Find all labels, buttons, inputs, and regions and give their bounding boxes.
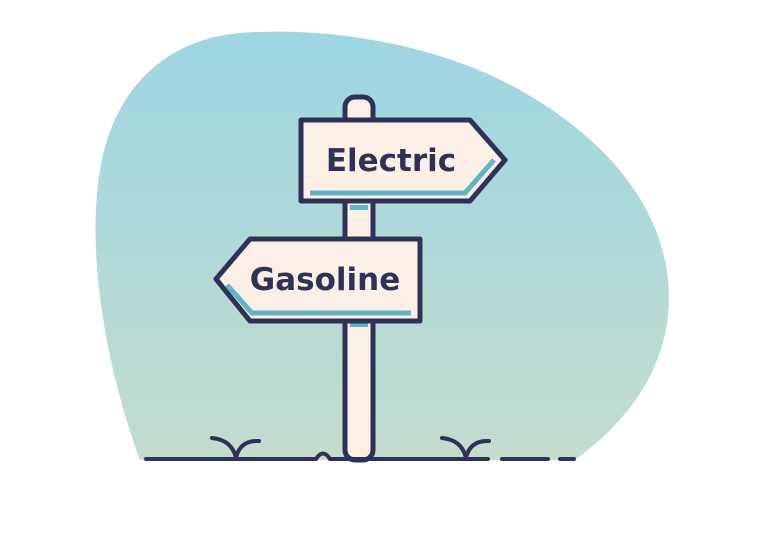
gasoline-sign-label: Gasoline	[250, 262, 400, 298]
gasoline-sign: Gasoline	[213, 236, 423, 324]
electric-sign-label: Electric	[326, 143, 456, 179]
ground-line-icon	[144, 451, 576, 461]
electric-sign: Electric	[298, 117, 508, 204]
grass-sprout-icon	[210, 436, 261, 460]
grass-sprout-icon	[440, 436, 491, 460]
